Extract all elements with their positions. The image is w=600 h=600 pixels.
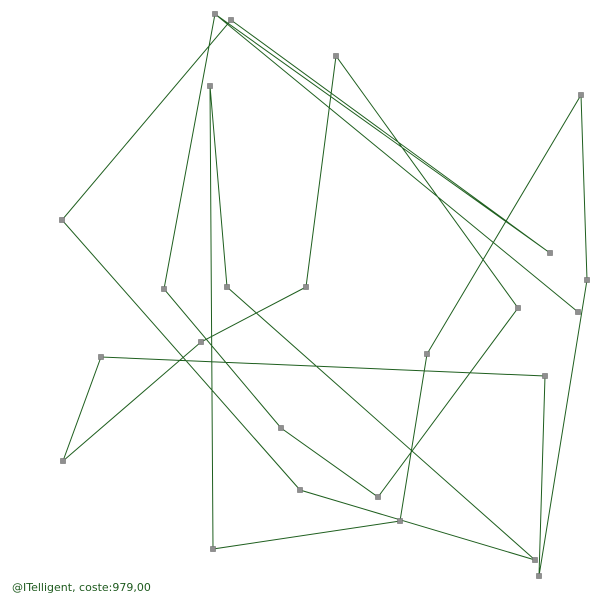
- city-node: [210, 546, 216, 552]
- city-node: [224, 284, 230, 290]
- city-node: [59, 217, 65, 223]
- city-node: [60, 458, 66, 464]
- city-node: [575, 309, 581, 315]
- city-node: [515, 305, 521, 311]
- city-node: [542, 373, 548, 379]
- city-node: [207, 83, 213, 89]
- cost-label: @ITelligent, coste:979,00: [12, 581, 151, 594]
- node-layer: [59, 11, 590, 579]
- city-node: [333, 53, 339, 59]
- city-node: [547, 250, 553, 256]
- city-node: [297, 487, 303, 493]
- city-node: [584, 277, 590, 283]
- city-node: [424, 351, 430, 357]
- route-layer: [61, 13, 588, 577]
- city-node: [198, 339, 204, 345]
- city-node: [536, 573, 542, 579]
- city-node: [212, 11, 218, 17]
- city-node: [303, 284, 309, 290]
- city-node: [532, 557, 538, 563]
- city-node: [397, 518, 403, 524]
- city-node: [161, 286, 167, 292]
- city-node: [228, 17, 234, 23]
- city-node: [98, 354, 104, 360]
- city-node: [278, 425, 284, 431]
- city-node: [375, 494, 381, 500]
- city-node: [578, 92, 584, 98]
- route-path: [61, 13, 588, 577]
